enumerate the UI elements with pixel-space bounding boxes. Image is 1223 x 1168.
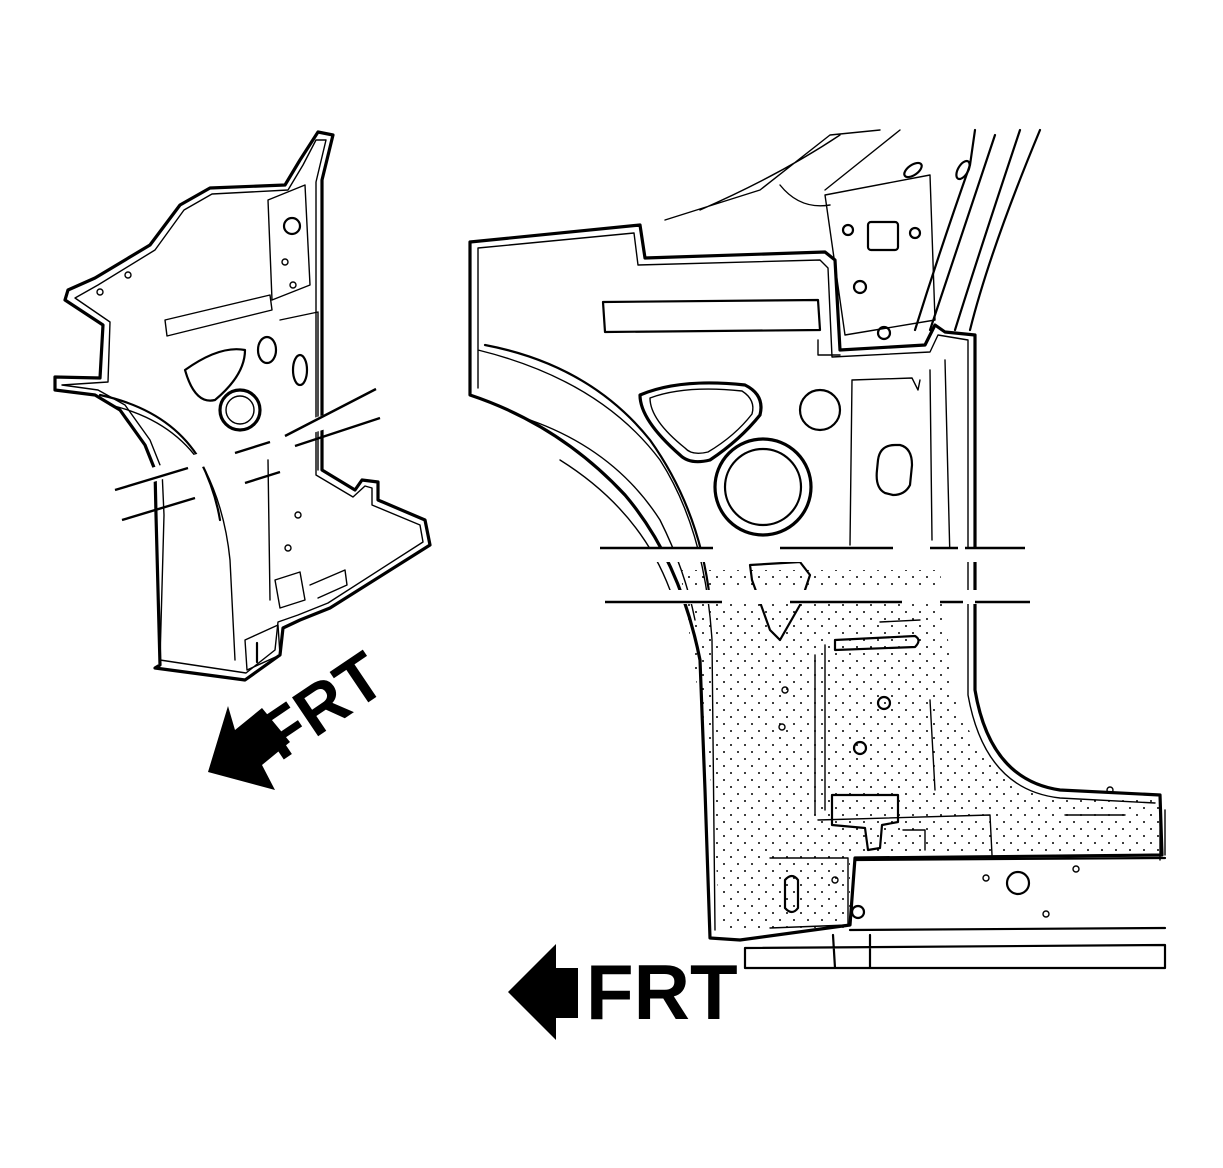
detail-view-channel [817, 339, 951, 561]
small-view-large-hole [218, 388, 262, 432]
detail-view-hole [876, 695, 892, 711]
detail-view-hole [850, 904, 866, 920]
detail-view-oval-hole [875, 443, 914, 497]
detail-view-arch [483, 343, 712, 602]
detail-view-hole [852, 740, 868, 756]
small-view-bar [164, 294, 273, 337]
small-view-hole [284, 544, 292, 552]
small-view-oval-hole [291, 353, 309, 387]
detail-view-hole [831, 876, 839, 884]
detail-view-hole [908, 226, 922, 240]
detail-view-rocker [743, 856, 1167, 970]
detail-view-hole [781, 686, 789, 694]
small-view-frt-arrow-icon [208, 706, 290, 790]
detail-view-slot [955, 159, 971, 181]
detail-view-hole [852, 279, 868, 295]
detail-view-lower-channel [814, 619, 936, 816]
small-view-break-line [114, 387, 377, 492]
small-view-hole [289, 281, 297, 289]
detail-view-hole [778, 723, 786, 731]
detail-view-hole [1072, 865, 1080, 873]
detail-view-slot [903, 161, 923, 179]
detail-view-triangle-inner [649, 388, 754, 455]
small-view-outline [53, 130, 432, 682]
detail-view-rocker-hole [1005, 870, 1031, 896]
detail-view-upper-plate [824, 174, 936, 336]
small-view-oval-hole [256, 335, 278, 365]
detail-view-lower-cutout [748, 560, 812, 642]
detail-view-panel [468, 128, 1167, 970]
detail-view-hole [876, 325, 892, 341]
small-view-outline-inner [61, 139, 424, 674]
detail-view-frt-arrow-icon [508, 944, 578, 1040]
small-view-panel [53, 130, 432, 682]
detail-view-round-hole [798, 388, 842, 432]
small-view-hole [124, 271, 132, 279]
detail-view-square-hole [866, 220, 900, 252]
detail-view-plate [769, 857, 849, 929]
small-view-large-hole-inner [225, 395, 255, 425]
detail-view-bracket-frame [817, 814, 993, 856]
detail-view-hole [841, 223, 855, 237]
detail-view-t-bracket [830, 793, 900, 852]
detail-view-outline [468, 223, 1164, 942]
detail-view-bar [601, 298, 822, 334]
small-view-break-line [121, 416, 381, 522]
small-view-hole [294, 511, 302, 519]
small-view-arch [98, 393, 222, 522]
detail-view-vertical-slot [783, 874, 800, 914]
small-view-upper-plate [267, 184, 311, 301]
small-view-arch-inner [109, 404, 236, 661]
detail-view-lower-slot [833, 634, 920, 652]
detail-view-top-lines [664, 129, 901, 221]
detail-view-hole [1042, 910, 1050, 918]
detail-view-rocker-edge [1064, 799, 1166, 861]
small-view-triangle-cutout [183, 348, 247, 402]
small-view-lower-bracket [274, 569, 348, 609]
detail-view-arch-inner [529, 419, 696, 621]
small-view-hole [96, 288, 104, 296]
small-view-tab [244, 624, 281, 671]
detail-view-large-hole [713, 437, 813, 537]
small-view-hole [281, 258, 289, 266]
detail-view-sealer-area [680, 570, 1160, 930]
small-view-hole [282, 216, 302, 236]
detail-view-hole [1106, 786, 1114, 794]
detail-view-large-hole-inner [723, 447, 803, 527]
detail-view-hole [982, 874, 990, 882]
detail-view-pillar [913, 128, 1042, 332]
small-view-frt-indicator: FRT [208, 638, 398, 790]
detail-view-frt-label: FRT [586, 948, 738, 1036]
detail-view-frt-indicator: FRT [508, 944, 738, 1040]
detail-view-outline-inner [477, 232, 1156, 931]
detail-view-triangle-cutout [638, 381, 763, 464]
